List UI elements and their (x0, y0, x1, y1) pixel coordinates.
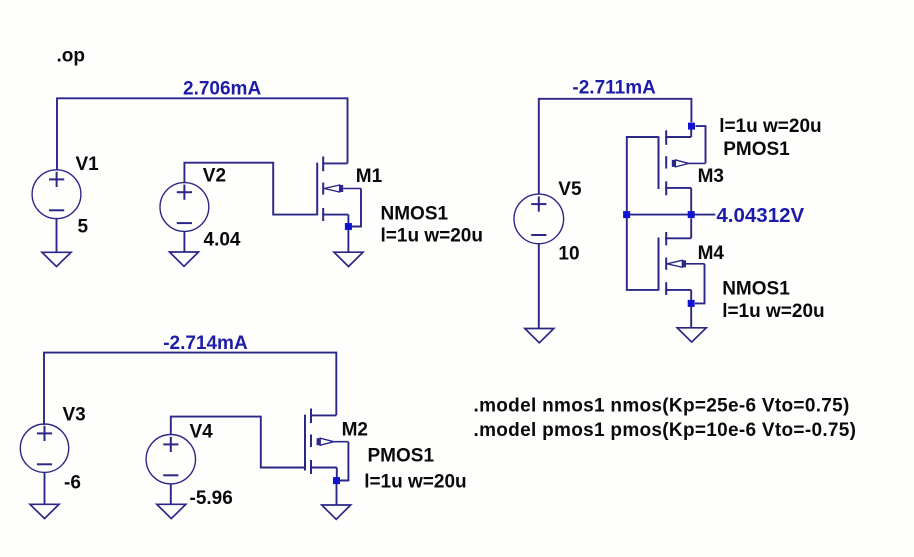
svg-text:4.04: 4.04 (204, 230, 241, 251)
svg-text:M2: M2 (342, 419, 368, 440)
svg-text:V2: V2 (203, 166, 226, 187)
svg-text:-5.96: -5.96 (190, 488, 233, 509)
svg-text:.model pmos1 pmos(Kp=10e-6 Vto: .model pmos1 pmos(Kp=10e-6 Vto=-0.75) (474, 420, 857, 441)
svg-text:PMOS1: PMOS1 (723, 139, 790, 160)
svg-text:-2.714mA: -2.714mA (163, 333, 248, 354)
svg-text:10: 10 (558, 244, 579, 265)
svg-text:M1: M1 (356, 166, 383, 187)
svg-text:-2.711mA: -2.711mA (572, 78, 656, 99)
svg-text:M3: M3 (698, 166, 724, 187)
svg-text:5: 5 (78, 217, 89, 238)
svg-text:NMOS1: NMOS1 (381, 203, 449, 224)
svg-text:.model nmos1 nmos(Kp=25e-6 Vto: .model nmos1 nmos(Kp=25e-6 Vto=0.75) (474, 396, 850, 417)
svg-text:PMOS1: PMOS1 (368, 446, 435, 467)
svg-text:l=1u w=20u: l=1u w=20u (722, 301, 824, 322)
svg-text:l=1u w=20u: l=1u w=20u (719, 116, 821, 137)
svg-text:V5: V5 (558, 179, 582, 200)
svg-text:2.706mA: 2.706mA (183, 79, 261, 100)
svg-text:NMOS1: NMOS1 (722, 279, 790, 300)
svg-text:V4: V4 (190, 422, 214, 443)
svg-text:.op: .op (57, 46, 86, 67)
svg-text:4.04312V: 4.04312V (716, 204, 804, 227)
svg-text:-6: -6 (64, 473, 81, 494)
svg-text:l=1u w=20u: l=1u w=20u (364, 472, 466, 493)
svg-text:l=1u w=20u: l=1u w=20u (381, 226, 483, 247)
svg-text:V3: V3 (63, 404, 86, 425)
svg-text:M4: M4 (698, 243, 725, 264)
svg-text:V1: V1 (76, 154, 100, 175)
